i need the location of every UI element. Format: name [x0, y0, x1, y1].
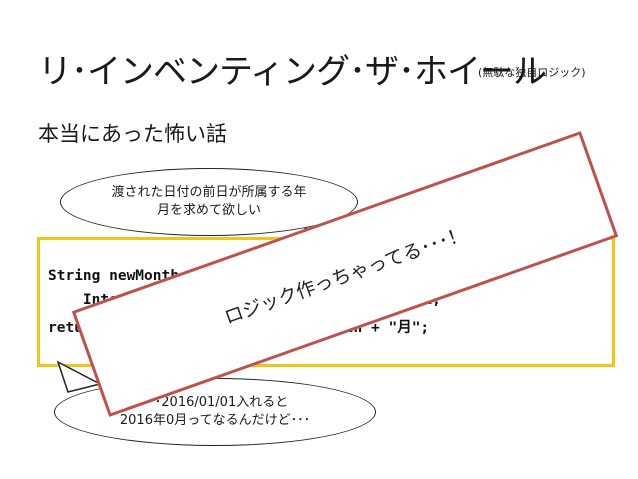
slide-title: リ･インベンティング･ザ･ホイール	[38, 52, 547, 92]
bubble-request-line-1: 渡された日付の前日が所属する年	[111, 185, 307, 200]
speech-bubble-request: 渡された日付の前日が所属する年 月を求めて欲しい	[60, 168, 358, 236]
bubble-request-line-2: 月を求めて欲しい	[156, 203, 261, 218]
bubble-bug-line-2: 2016年0月ってなるんだけど･･･	[119, 413, 311, 428]
bubble-bug-line-1: ･･･2016/01/01入れると	[141, 395, 289, 410]
section-heading: 本当にあった怖い話	[38, 122, 227, 146]
slide-subtitle: (無駄な独自ロジック)	[478, 66, 586, 79]
